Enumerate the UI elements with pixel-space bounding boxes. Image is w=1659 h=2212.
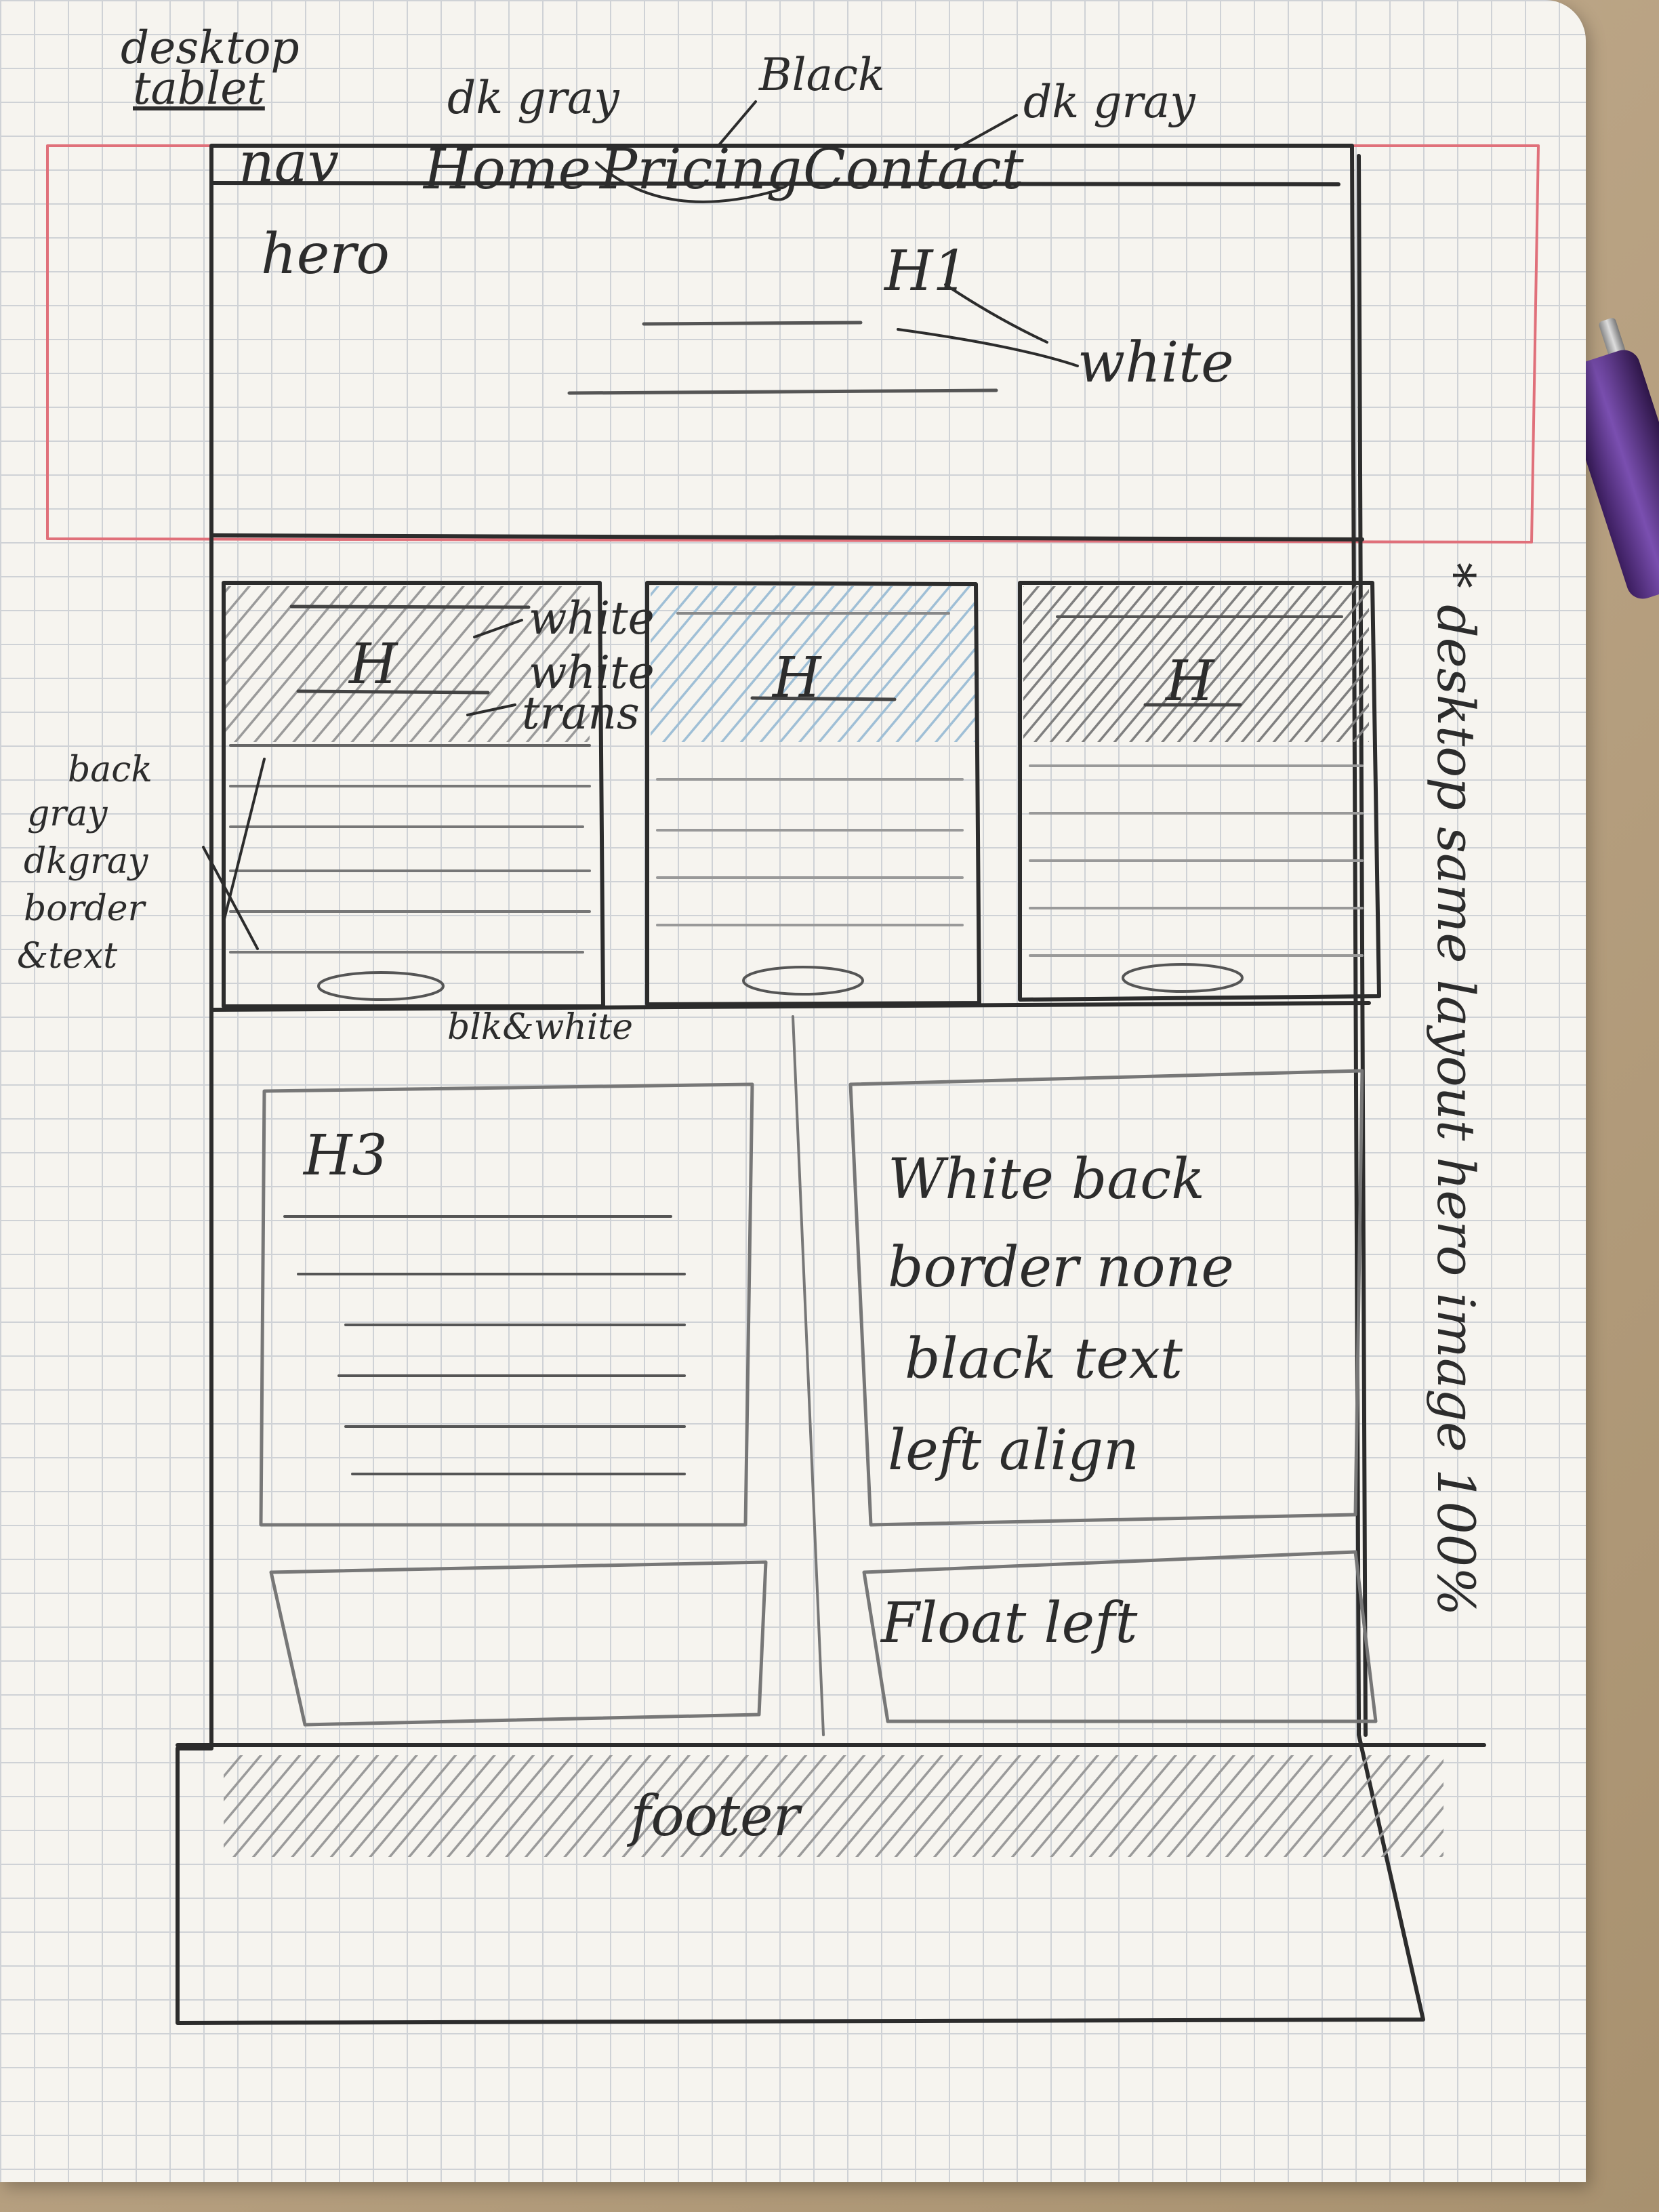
wireframe-sketch [46,100,1540,2025]
note-contact-color: dk gray [1023,76,1195,128]
card-1-button [317,971,445,1001]
pricing-underline [595,161,781,203]
device-note-tablet: tablet [133,62,265,115]
hero-h1-marker: H1 [884,239,968,304]
lower-left-box [269,1560,768,1727]
panel-note-line-2: border none [888,1235,1234,1300]
pricing-pointer [717,100,757,147]
float-left-box [862,1550,1378,1723]
card-1-header-shading [224,586,590,742]
note-home-color: dk gray [447,72,619,124]
panel-note-line-4: left align [888,1418,1139,1483]
note-pricing-color: Black [759,49,885,101]
hero-pointer [944,283,1048,344]
card-3-button [1122,963,1244,993]
hero-text-color-note: white [1078,331,1234,395]
panel-note-line-3: black text [905,1327,1183,1391]
side-note-line-5: &text [17,936,118,977]
side-note-line-2: gray [27,794,108,834]
contact-pointer [954,114,1018,150]
card-2-frame [645,581,981,1006]
card-1-note-2: white [529,647,655,699]
column-divider [792,1015,825,1736]
card-button-note: blk&white [447,1007,634,1048]
hero-line-1 [642,321,863,326]
card-3-frame [1018,581,1381,1002]
hero-label: hero [261,222,390,287]
hero-line-2 [567,388,998,395]
page-outline [176,144,1425,2025]
card-2-button [742,966,864,996]
side-note-line-1: back [68,750,152,790]
card-1-frame [222,581,605,1008]
footer-label: footer [630,1784,800,1849]
nav-label: nav [239,131,340,195]
content-h3-marker: H3 [304,1124,388,1188]
side-note-line-4: border [24,888,145,929]
card-1-h-marker: H [349,632,398,697]
hero-pointer-2 [897,328,1079,367]
footer-shading [224,1755,1443,1857]
right-panel-box [848,1069,1364,1527]
nav-pricing[interactable]: Pricing [600,138,802,202]
card-1-note-3: trans [522,687,640,739]
side-note-pointer [222,758,266,923]
float-left-note: Float left [881,1591,1138,1656]
hero-annotation-frame [46,144,1540,544]
vertical-desktop-note: * desktop same layout hero image 100% [1426,562,1486,1616]
device-note-desktop: desktop [121,22,300,74]
nav-bar-line [209,181,1340,186]
nav-contact[interactable]: Contact [803,138,1024,202]
page-right-edge [1357,154,1368,1737]
card-3-header-shading [1023,586,1369,742]
card-3-h-marker: H [1166,649,1214,714]
notebook-page: desktop tablet dk gray Black dk gray nav… [0,0,1586,2182]
h3-box [259,1082,754,1527]
hero-bottom-line [209,533,1364,541]
panel-note-line-1: White back [888,1147,1205,1212]
nav-home[interactable]: Home [424,138,592,202]
card-1-note-1: white [529,592,655,644]
card-2-h-marker: H [773,646,821,710]
cards-section-bottom [209,1001,1371,1012]
side-note-line-3: dkgray [24,841,148,882]
